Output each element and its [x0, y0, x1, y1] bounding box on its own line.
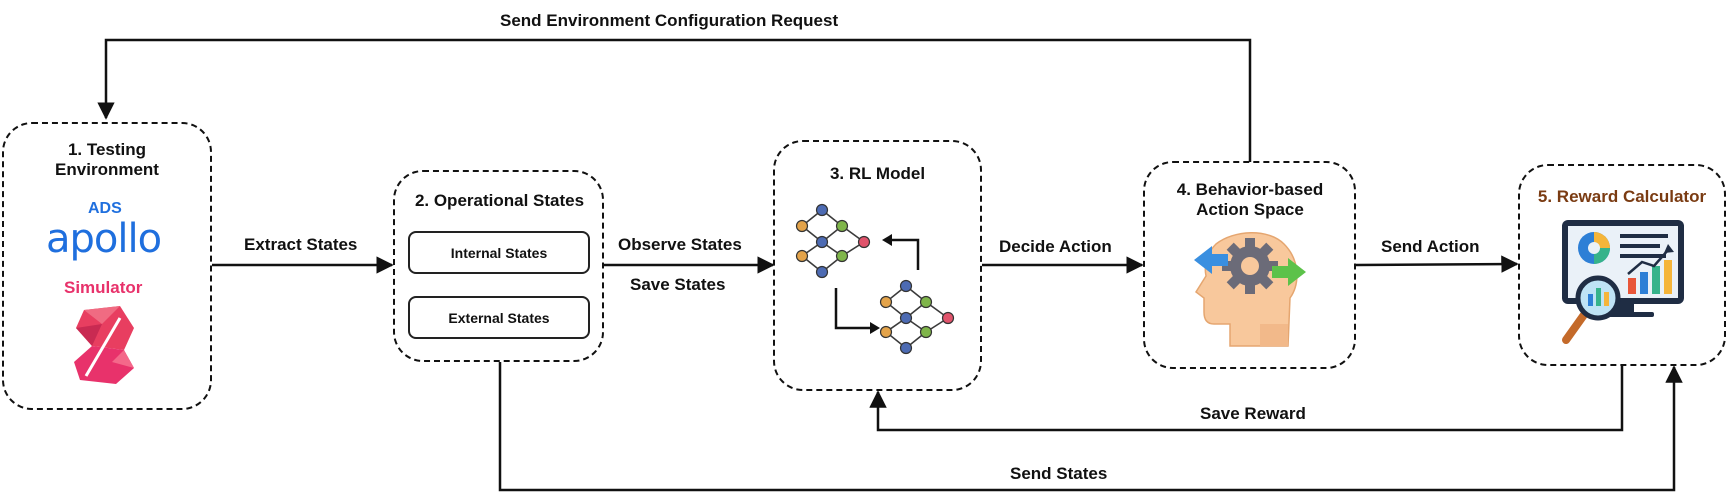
- arrow-send-states: [498, 362, 1683, 492]
- arrow-send-action: [1355, 255, 1519, 273]
- analytics-monitor-icon: [1562, 220, 1684, 344]
- internal-states-pill: Internal States: [408, 231, 590, 274]
- arrow-save-reward: [869, 366, 1624, 432]
- label-send-env-config: Send Environment Configuration Request: [500, 11, 839, 30]
- testing-environment-box: [2, 122, 212, 410]
- reward-calculator-box: [1518, 164, 1726, 366]
- label-decide-action: Decide Action: [999, 237, 1112, 256]
- testing-environment-title: 1. Testing Environment: [55, 140, 159, 180]
- action-space-title: 4. Behavior-based Action Space: [1176, 180, 1324, 220]
- label-observe-states: Observe States: [618, 235, 742, 254]
- simulator-icon: [74, 306, 134, 384]
- label-save-reward: Save Reward: [1200, 404, 1306, 423]
- arrow-send-env-config: [97, 38, 1252, 162]
- label-send-action: Send Action: [1381, 237, 1480, 256]
- neural-network-icon: [795, 203, 955, 355]
- external-states-pill: External States: [408, 296, 590, 339]
- label-send-states: Send States: [1010, 464, 1108, 483]
- label-extract-states: Extract States: [244, 235, 358, 254]
- head-gear-icon: [1194, 232, 1306, 347]
- simulator-label: Simulator: [64, 278, 143, 297]
- rl-model-title: 3. RL Model: [829, 164, 926, 183]
- reward-calculator-title: 5. Reward Calculator: [1537, 187, 1707, 206]
- action-space-box: [1143, 161, 1356, 369]
- operational-states-box: [393, 170, 604, 362]
- label-save-states: Save States: [630, 275, 726, 294]
- ads-label: ADS: [88, 200, 122, 217]
- operational-states-title: 2. Operational States: [414, 191, 585, 210]
- apollo-logo: apollo: [46, 216, 162, 262]
- rl-model-box: [773, 140, 982, 391]
